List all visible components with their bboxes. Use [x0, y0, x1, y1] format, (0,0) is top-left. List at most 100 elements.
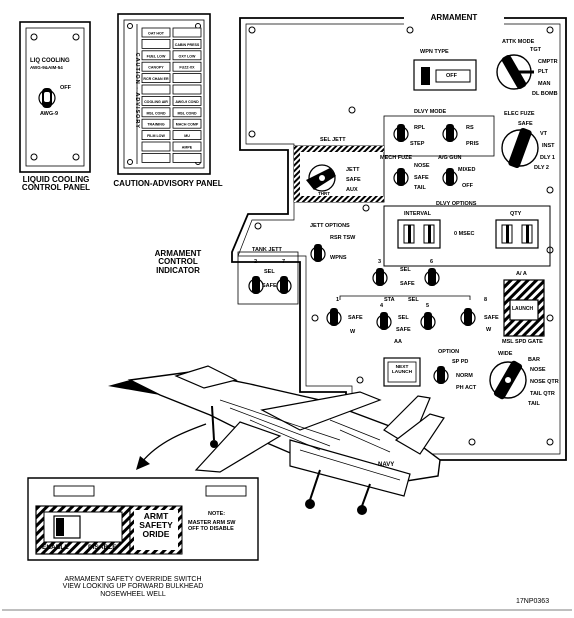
dlvy-mode-step: STEP [410, 141, 425, 147]
elec-fuze-knob[interactable] [501, 127, 539, 169]
caution-cell-label: MACH COMP [176, 123, 199, 127]
caution-cell-label: FUEL LOW [147, 54, 166, 58]
wpn-type-display-text: OFF [446, 73, 457, 79]
tank-jett-right-switch[interactable] [276, 276, 292, 294]
caution-cell-label: OXY LOW [179, 54, 197, 58]
caution-cell-left [141, 152, 171, 163]
caution-cell-left [141, 84, 171, 95]
caution-cell-left [141, 27, 171, 38]
caution-cell-label: CABIN PRESS [175, 43, 200, 47]
aci-line1: ARMAMENT [154, 249, 202, 258]
liquid-cooling-caption-line2: CONTROL PANEL [21, 183, 91, 193]
aci-line3: INDICATOR [156, 265, 200, 275]
mech-fuze-switch[interactable] [393, 168, 409, 186]
liquid-cooling-subtitle: AWG-9&AIM-54 [30, 65, 63, 70]
wide-tail-qtr: TAIL QTR [530, 391, 555, 397]
station-8-safe: SAFE [484, 315, 499, 321]
wide-nose: NOSE [530, 367, 546, 373]
station-1-safe: SAFE [348, 315, 363, 321]
armament-panel [231, 14, 567, 461]
jett-options-rsr: RSR TSW [330, 235, 356, 241]
armt-override-line3: ORIDE [142, 528, 170, 539]
caution-cell-label: OAT HOT [148, 32, 165, 36]
dlvy-mode-switch-left[interactable] [393, 124, 409, 142]
tank-jett-right: 7 [282, 259, 286, 265]
attk-mode-knob[interactable] [496, 54, 534, 90]
attk-mode-tgt: TGT [530, 47, 541, 53]
sel-jett-aux: AUX [346, 187, 358, 193]
dlvy-mode-switch-right[interactable] [442, 124, 458, 142]
station-sel-top: SEL [400, 267, 411, 273]
option-switch[interactable] [433, 366, 449, 384]
station-4-sel: SEL [398, 315, 409, 321]
armt-override-line2: SAFETY [139, 519, 173, 530]
station-1-switch[interactable] [326, 308, 342, 326]
wide-knob[interactable] [489, 360, 527, 401]
option-sp-pd: SP PD [452, 359, 469, 365]
station-1-w: W [350, 329, 356, 335]
caution-cell-right [172, 27, 202, 38]
wpn-type-label: WPN TYPE [420, 49, 449, 55]
callout-arrow [141, 423, 207, 463]
caution-cell-label: MSL COND [177, 111, 197, 115]
liquid-cooling-toggle[interactable] [38, 88, 56, 108]
next-launch-label: NEXT LAUNCH [391, 365, 413, 375]
screw-icon [127, 159, 133, 165]
armament-title: ARMAMENT [430, 13, 478, 22]
elec-fuze-vt: VT [540, 131, 548, 137]
tank-jett-left-switch[interactable] [248, 276, 264, 294]
interval-thumbwheels[interactable] [397, 219, 441, 249]
caution-cell-left [141, 96, 171, 106]
attk-mode-man: MAN [538, 81, 551, 87]
arrow-head-icon [136, 456, 150, 470]
caution-caption: CAUTION-ADVISORY PANEL [113, 179, 223, 188]
elec-fuze-dly2: DLY 2 [534, 165, 549, 171]
qty-thumbwheels[interactable] [495, 219, 539, 249]
jett-options-switch[interactable] [310, 244, 326, 262]
liquid-cooling-awg-label: AWG-9 [40, 111, 59, 117]
station-3-switch[interactable] [372, 268, 388, 286]
station-4-switch[interactable] [376, 312, 392, 330]
caution-cell-right [172, 61, 202, 72]
caution-cell-left [141, 61, 171, 72]
liquid-cooling-caption-line1: LIQUID COOLING [22, 175, 90, 184]
station-6-switch[interactable] [424, 268, 440, 286]
jett-options-title: JETT OPTIONS [310, 223, 350, 229]
sel-jett-thrt: THRT [318, 191, 330, 196]
screw-icon [72, 153, 80, 161]
caution-cell-label: AWG-9 COND [175, 100, 199, 104]
caution-cell-label: FILM LOW [147, 134, 165, 138]
ag-gun-mixed: MIXED [458, 167, 476, 173]
aircraft-navy-marking: NAVY [378, 462, 395, 468]
caution-cell-right [172, 39, 202, 49]
station-8-switch[interactable] [460, 308, 476, 326]
attk-mode-title: ATTK MODE [502, 39, 535, 45]
screw-icon [30, 33, 38, 41]
screw-icon [127, 23, 133, 29]
dlvy-mode-title: DLVY MODE [414, 109, 447, 115]
ag-gun-switch[interactable] [442, 168, 458, 186]
option-title: OPTION [438, 349, 460, 355]
caution-cell-left [141, 50, 171, 61]
sel-jett-safe: SAFE [346, 177, 361, 183]
sel-jett-knob[interactable] [306, 164, 336, 192]
dlvy-options-title: DLVY OPTIONS [436, 201, 477, 207]
station-5-switch[interactable] [420, 312, 436, 330]
caution-cell-left [141, 118, 171, 129]
caution-cell-label: RCR CHAN ER [143, 77, 169, 81]
next-launch-button[interactable] [387, 361, 417, 383]
wide-tail: TAIL [528, 401, 540, 407]
aa-launch-label: LAUNCH [512, 306, 534, 312]
caution-cell-left [141, 73, 171, 83]
wpn-type-thumbwheel[interactable] [421, 67, 430, 85]
mech-fuze-tail: TAIL [414, 185, 426, 191]
wide-bar: BAR [528, 357, 540, 363]
armt-safety-override-panel [27, 477, 259, 561]
override-note-body: MASTER ARM SW OFF TO DISABLE [188, 520, 236, 533]
aa-launch-button[interactable] [509, 299, 539, 321]
tank-jett-safe: SAFE [262, 283, 277, 289]
armament-control-indicator-label: ARMAMENT CONTROL INDICATOR [132, 249, 224, 275]
caution-cell-label: TRAINING [147, 123, 165, 127]
